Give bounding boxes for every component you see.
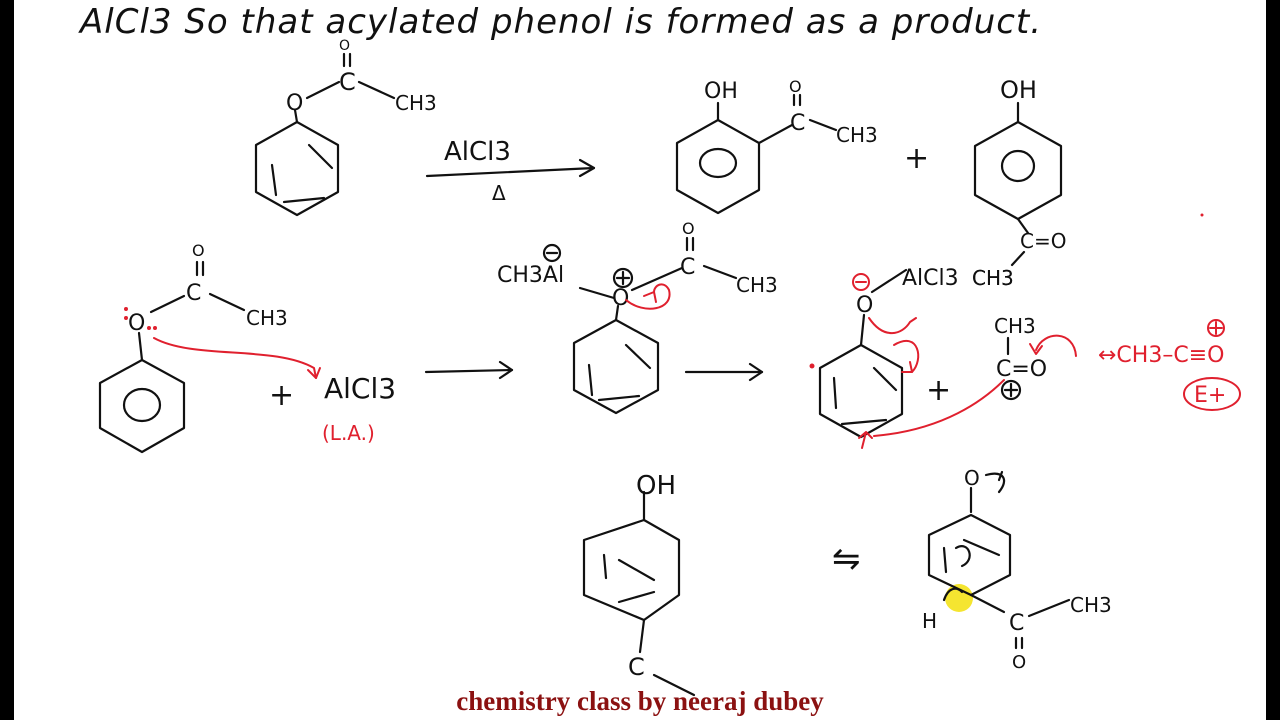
acyl-oxygen-label: O xyxy=(682,219,695,238)
methyl-label: CH3 xyxy=(395,91,437,115)
channel-watermark: chemistry class by neeraj dubey xyxy=(456,686,824,716)
ester-oxygen-label: O xyxy=(286,91,303,116)
oxygen-label-ortho: O xyxy=(789,77,802,96)
keto-methyl-label: CH3 xyxy=(1070,593,1112,617)
carbon-label-ortho: C xyxy=(790,111,805,136)
o-alcl3-label: AlCl3 xyxy=(902,266,959,291)
keto-carbon-label: C xyxy=(1009,611,1024,636)
acylium-methyl-label: CH3 xyxy=(994,314,1036,338)
oh-label-para: OH xyxy=(1000,76,1037,104)
plus-sign-1: + xyxy=(904,141,929,176)
phenoxide-oxygen-label: O xyxy=(856,293,873,318)
plus-sign-3: + xyxy=(926,373,951,408)
methyl-label-ortho: CH3 xyxy=(836,123,878,147)
keto-carbonyl-oxygen: O xyxy=(1012,652,1026,673)
oxygen-label-mech-2: O xyxy=(192,241,205,260)
hydrogen-label: H xyxy=(922,609,937,633)
keto-intermediate: O H C O CH3 xyxy=(922,466,1112,673)
para-hydroxyacetophenone: OH C=O CH3 xyxy=(972,76,1066,290)
acyl-methyl-label: CH3 xyxy=(736,273,778,297)
heat-label: Δ xyxy=(492,181,506,205)
acylium-ion: CH3 C=O ↔CH3–C≡O E+ xyxy=(994,314,1241,411)
phenoxide-alcl3-complex: O AlCl3 CH3 xyxy=(809,266,1014,449)
electrophile-label: E+ xyxy=(1194,383,1226,408)
phenyl-acetate-structure: O C O CH3 xyxy=(254,38,437,217)
lewis-acid-label: (L.A.) xyxy=(322,421,375,445)
carbon-label-mech: C xyxy=(186,281,201,306)
equilibrium-arrow: ⇋ xyxy=(832,539,861,579)
reaction-arrow-1: AlCl3 Δ xyxy=(425,137,596,205)
ch3al-label: CH3Al xyxy=(497,263,564,288)
carbonyl-carbon-label: C xyxy=(339,68,356,96)
keto-oxygen-label: O xyxy=(964,466,980,490)
carbonyl-oxygen-label: O xyxy=(339,38,350,54)
plus-sign-2: + xyxy=(269,378,294,413)
ortho-hydroxyacetophenone: OH C O CH3 xyxy=(675,77,878,215)
whiteboard: AlCl3 So that acylated phenol is formed … xyxy=(14,0,1266,720)
alcl3-label: AlCl3 xyxy=(324,372,396,405)
heading-text: AlCl3 So that acylated phenol is formed … xyxy=(80,2,1043,42)
para-product-structure: OH C xyxy=(582,471,696,697)
oxygen-label-mech: O xyxy=(128,311,145,336)
oxonium-oxygen-label: O xyxy=(612,286,629,311)
acyl-carbon-label: C xyxy=(680,255,695,280)
oh-label-bottom: OH xyxy=(636,471,676,501)
reaction-drawing: O C O CH3 AlCl3 Δ OH C O CH3 xyxy=(98,38,1241,697)
mechanism-arrow-2 xyxy=(684,362,764,382)
methyl-label-para: CH3 xyxy=(972,266,1014,290)
acylium-carbon-label: C=O xyxy=(996,357,1047,382)
methyl-label-mech: CH3 xyxy=(246,306,288,330)
carbon-label-bottom: C xyxy=(628,653,645,681)
reagent-label: AlCl3 xyxy=(444,137,511,167)
oxonium-complex: CH3Al O C O CH3 xyxy=(497,219,778,415)
acylium-resonance-label: ↔CH3–C≡O xyxy=(1098,343,1224,368)
mechanism-arrow-1 xyxy=(424,360,514,380)
carbonyl-label-para: C=O xyxy=(1020,229,1066,253)
phenyl-acetate-mechanism: O C O CH3 xyxy=(98,241,321,454)
ch3-label-complex: CH3 xyxy=(972,266,1014,290)
oh-label-ortho: OH xyxy=(704,79,738,104)
